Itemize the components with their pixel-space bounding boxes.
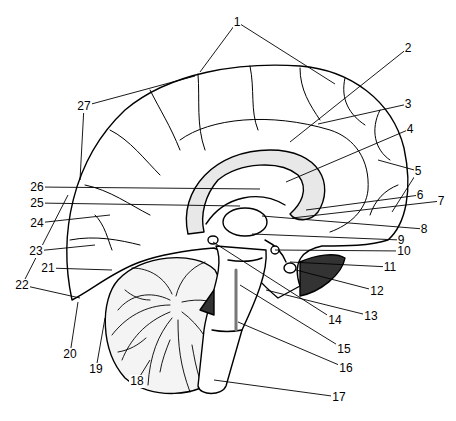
- callout-number: 2: [404, 42, 413, 55]
- callout-number: 22: [14, 279, 29, 292]
- callout-number: 19: [88, 363, 103, 376]
- callout-number: 3: [404, 98, 413, 111]
- callout-number: 26: [29, 181, 44, 194]
- callout-number: 8: [420, 223, 429, 236]
- callout-number: 7: [437, 195, 446, 208]
- callout-number: 23: [28, 245, 43, 258]
- callout-number: 1: [233, 16, 242, 29]
- callout-number: 12: [369, 285, 384, 298]
- callout-number: 17: [331, 391, 346, 404]
- callout-number: 16: [338, 362, 353, 375]
- callout-number: 10: [396, 245, 411, 258]
- callout-number: 20: [62, 348, 77, 361]
- callout-number: 14: [327, 314, 342, 327]
- callout-number: 4: [406, 123, 415, 136]
- callout-number: 15: [336, 343, 351, 356]
- callout-number: 11: [383, 261, 397, 274]
- callout-number: 25: [29, 197, 44, 210]
- callout-number: 13: [363, 310, 378, 323]
- callout-number: 21: [40, 262, 55, 275]
- callout-number: 6: [416, 189, 425, 202]
- callout-number: 18: [129, 375, 144, 388]
- callout-number: 24: [29, 217, 44, 230]
- callout-number: 5: [414, 165, 423, 178]
- callout-number: 27: [76, 100, 91, 113]
